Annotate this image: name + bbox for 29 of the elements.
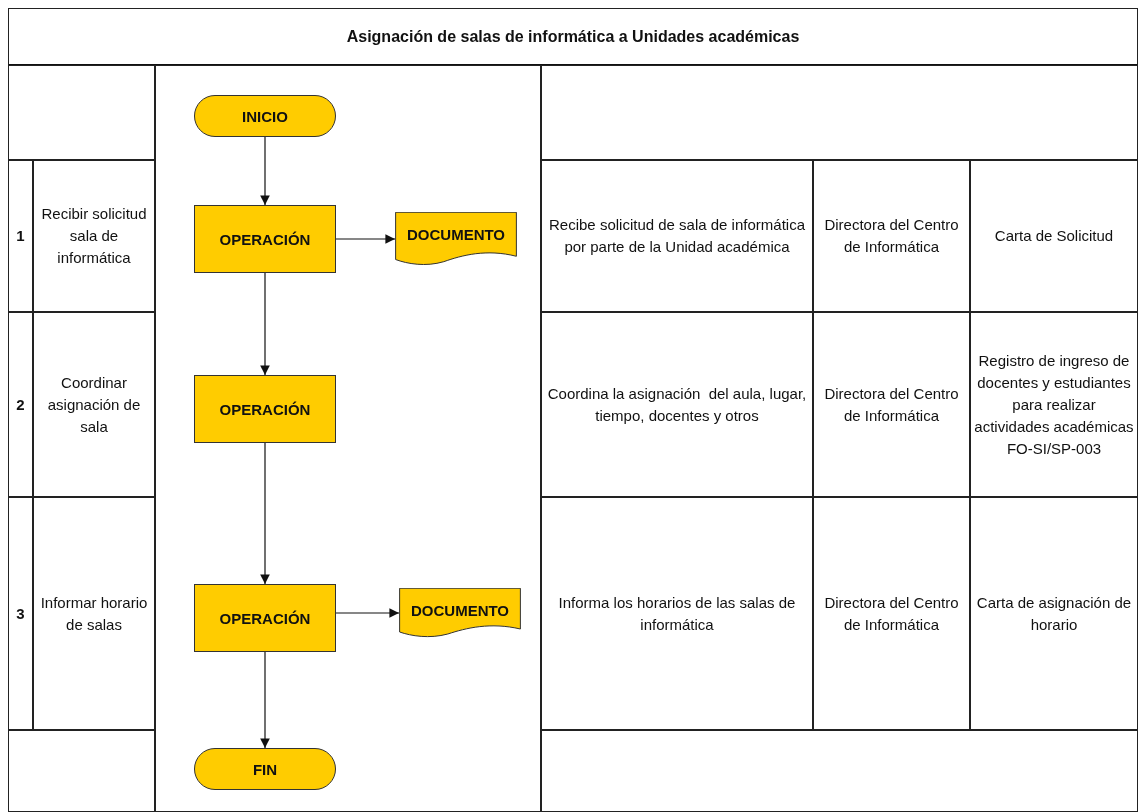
activity-text: Coordinar asignación de sala — [46, 372, 142, 437]
responsible-text: Directora del Centro de Informática — [823, 215, 960, 257]
responsible-text: Directora del Centro de Informática — [823, 383, 960, 426]
responsible-text: Directora del Centro de Informática — [823, 592, 960, 635]
arrow — [260, 272, 270, 376]
step-number: 3 — [16, 603, 25, 624]
arrow — [335, 608, 400, 618]
description-text: Recibe solicitud de sala de informática por parte de la Unidad académica — [548, 215, 806, 257]
document-shape: DOCUMENTO — [395, 212, 517, 266]
document-text: Carta de asignación de horario — [975, 592, 1133, 635]
arrow — [260, 442, 270, 585]
table-title: Asignación de salas de informática a Unidades académicas — [346, 26, 800, 47]
step-number: 2 — [16, 394, 25, 415]
activity-text: Informar horario de salas — [39, 592, 149, 635]
description-text: Informa los horarios de las salas de informática — [557, 592, 797, 635]
activity-text: Recibir solicitud sala de informática — [40, 204, 148, 268]
process-box: OPERACIÓN — [194, 584, 336, 652]
process-box: OPERACIÓN — [194, 375, 336, 443]
arrow — [335, 234, 396, 244]
description-text: Coordina la asignación del aula, lugar, tiempo, docentes y otros — [546, 383, 808, 426]
arrow — [260, 651, 270, 749]
document-shape: DOCUMENTO — [399, 588, 521, 638]
arrow — [260, 136, 270, 206]
document-text: Carta de Solicitud — [994, 226, 1114, 246]
terminal-shape: FIN — [194, 748, 336, 790]
terminal-shape: INICIO — [194, 95, 336, 137]
step-number: 1 — [16, 226, 25, 246]
document-text: Registro de ingreso de docentes y estudiantes para realizar actividades académicas FO-SI/SP-003 — [974, 350, 1134, 459]
process-box: OPERACIÓN — [194, 205, 336, 273]
